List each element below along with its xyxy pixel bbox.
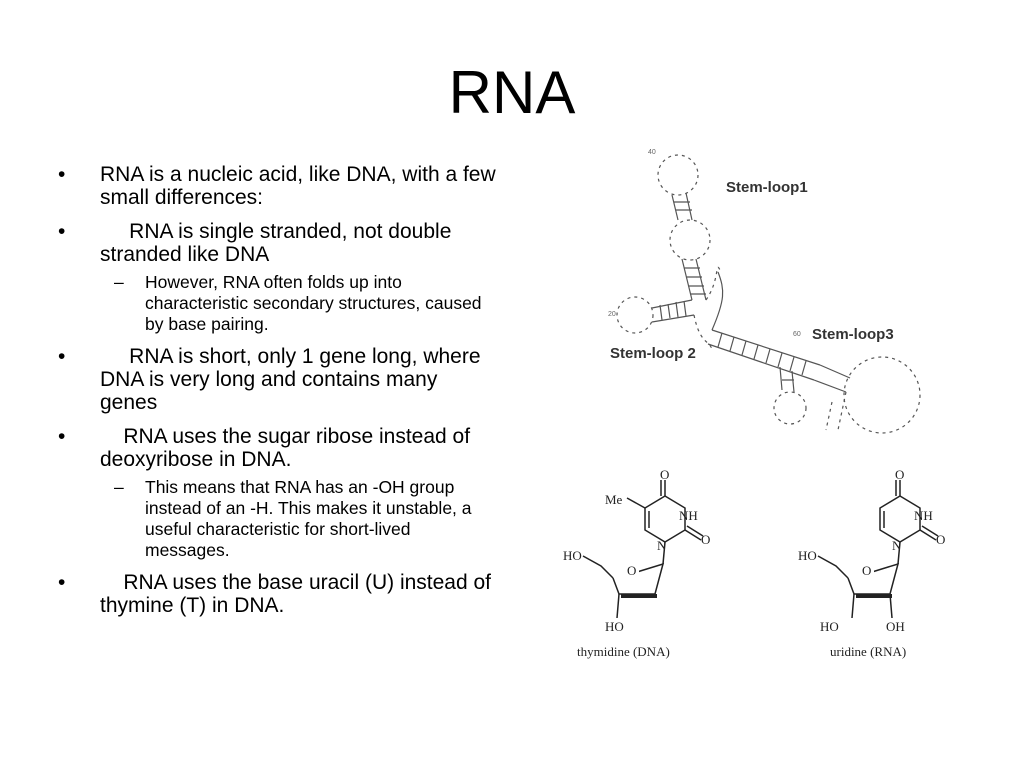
thymidine-structure: Me O NH O N O HO HO thymidine (DNA) [563,467,710,659]
oxygen-atom-label: O [701,532,710,547]
nitrogen-atom-label: N [892,538,902,553]
bullet-text: RNA is single stranded, not double stran… [100,220,452,266]
bullet-mark: • [58,425,66,448]
ho-label: HO [798,548,817,563]
structure-number: 40 [648,149,656,156]
uridine-structure: O NH O N O HO HO OH uridine (RNA) [798,467,945,659]
stem-loop-3-label: Stem-loop3 [812,326,894,343]
bullet-item: • RNA is short, only 1 gene long, where … [58,345,498,414]
sub-bullet-text: However, RNA often folds up into charact… [145,272,482,334]
oh-label: OH [886,619,905,634]
bullet-item: • RNA uses the sugar ribose instead of d… [58,425,498,471]
bullet-text: RNA uses the base uracil (U) instead of … [100,571,492,617]
oxygen-atom-label: O [895,467,904,482]
bullet-list: • RNA is a nucleic acid, like DNA, with … [58,163,498,628]
stem-loop-1-label: Stem-loop1 [726,179,808,196]
bullet-mark: • [58,345,66,368]
stem-loop-2-label: Stem-loop 2 [610,345,696,362]
sub-bullet-mark: – [114,477,124,497]
bullet-text: RNA uses the sugar ribose instead of deo… [100,425,471,471]
bullet-mark: • [58,220,66,243]
ho-label: HO [820,619,839,634]
bullet-text: RNA is a nucleic acid, like DNA, with a … [100,163,496,209]
structure-number: 60 [793,331,801,338]
sub-bullet-mark: – [114,272,124,292]
bullet-mark: • [58,571,66,594]
ring-oxygen-label: O [862,563,871,578]
nh-atom-label: NH [914,508,933,523]
ho-label: HO [563,548,582,563]
bullet-text: RNA is short, only 1 gene long, where DN… [100,345,481,414]
uridine-caption: uridine (RNA) [830,644,906,659]
structure-number: 20 [608,311,616,318]
thymidine-caption: thymidine (DNA) [577,644,670,659]
ring-oxygen-label: O [627,563,636,578]
sub-bullet-item: – However, RNA often folds up into chara… [58,272,498,335]
nh-atom-label: NH [679,508,698,523]
bullet-item: • RNA is a nucleic acid, like DNA, with … [58,163,498,209]
sub-bullet-item: – This means that RNA has an -OH group i… [58,477,498,561]
me-atom-label: Me [605,492,623,507]
slide-title: RNA [448,59,576,126]
oxygen-atom-label: O [660,467,669,482]
oxygen-atom-label: O [936,532,945,547]
ho-label: HO [605,619,624,634]
bullet-item: • RNA is single stranded, not double str… [58,220,498,266]
bullet-item: • RNA uses the base uracil (U) instead o… [58,571,498,617]
sub-bullet-text: This means that RNA has an -OH group ins… [145,477,472,560]
nitrogen-atom-label: N [657,538,667,553]
bullet-mark: • [58,163,66,186]
rna-secondary-structure-diagram: 40 20 60 Stem-loop1 Stem-loop3 Stem-loop… [608,149,921,434]
